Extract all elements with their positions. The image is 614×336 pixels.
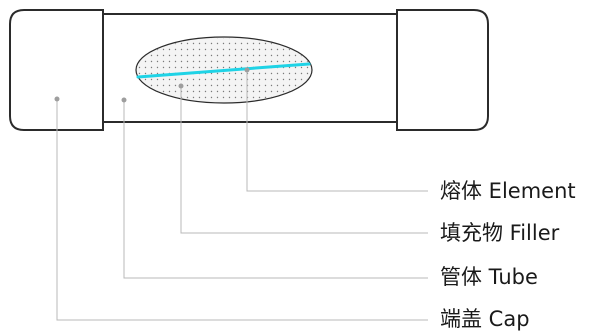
anchor-dot-element [244, 67, 250, 73]
label-filler: 填充物 Filler [440, 221, 560, 245]
anchor-dot-cap [54, 96, 60, 102]
label-cap: 端盖 Cap [440, 307, 530, 331]
label-tube: 管体 Tube [440, 265, 538, 289]
leader-line-cap [56, 99, 428, 321]
leader-line-tube [123, 100, 428, 279]
label-element: 熔体 Element [440, 179, 576, 203]
leader-line-filler [180, 86, 428, 234]
end-cap-left [9, 9, 104, 131]
fuse-element-wire [136, 62, 311, 79]
anchor-dot-filler [178, 83, 184, 89]
anchor-dot-tube [121, 97, 127, 103]
end-cap-right [396, 9, 489, 131]
leader-line-element [246, 70, 428, 192]
